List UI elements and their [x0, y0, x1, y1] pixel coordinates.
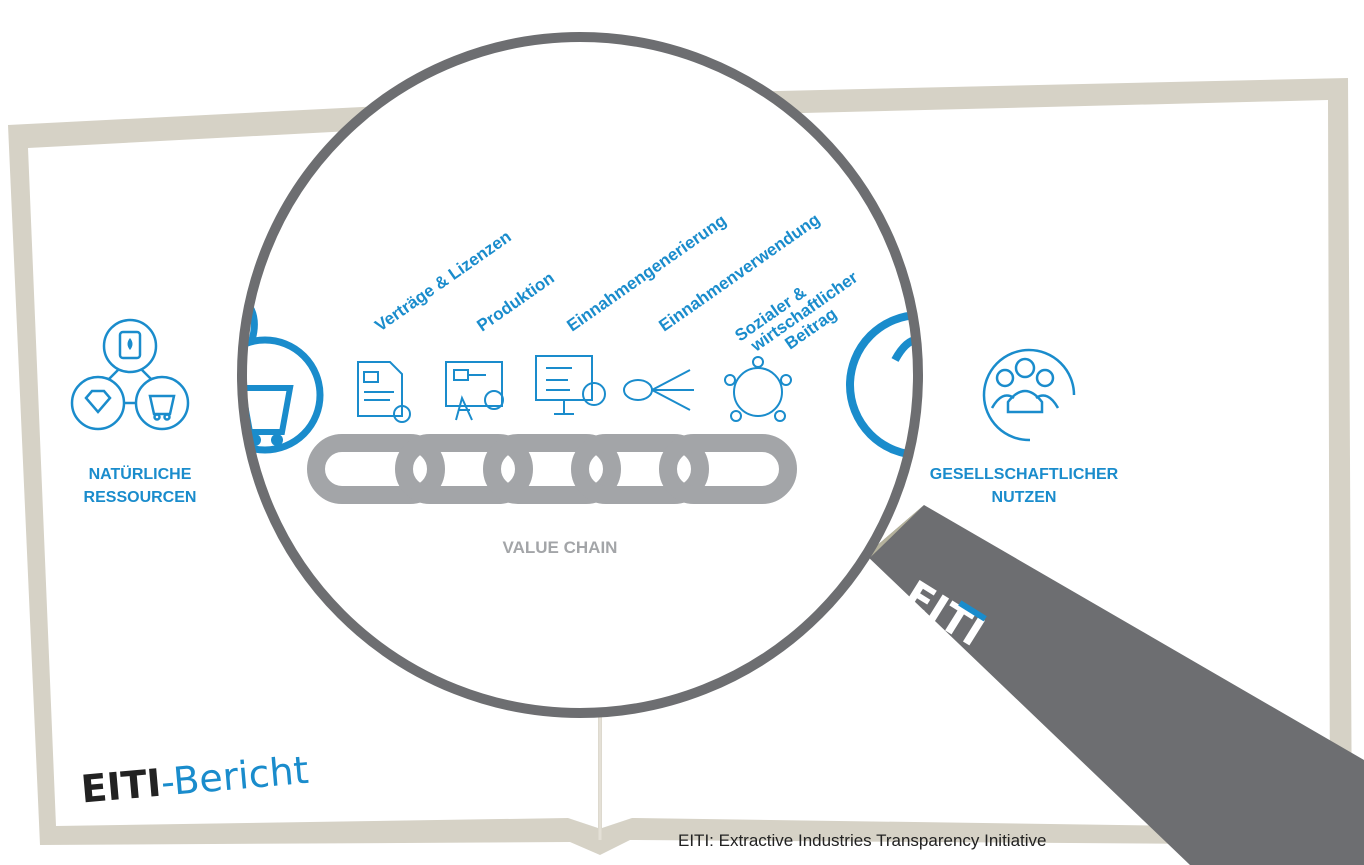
- resources-label-line2: RESSOURCEN: [84, 489, 197, 506]
- benefit-label-line2: NUTZEN: [992, 489, 1057, 506]
- mining-cart-icon: [148, 394, 176, 416]
- revenue-allocation-icon: [623, 369, 694, 411]
- community-icon: [982, 348, 1076, 442]
- magnified-community-circle: [846, 311, 918, 459]
- contracts-icon: [357, 361, 411, 423]
- magnified-cart-circle: [242, 336, 324, 454]
- report-title: EITI-Bericht: [79, 748, 310, 812]
- natural-resources-icon: [70, 318, 190, 431]
- svg-text:EITI-Bericht: EITI-Bericht: [79, 748, 310, 812]
- oil-barrel-icon: [118, 330, 142, 360]
- report-logo-text: EITI: [79, 761, 163, 812]
- benefit-label-line1: GESELLSCHAFTLICHER: [930, 466, 1119, 483]
- lens-rim: [237, 32, 923, 718]
- footer-caption: EITI: Extractive Industries Transparency…: [678, 831, 1046, 850]
- magnifier-lens: Verträge & Lizenzen Produktion Einnahmen…: [237, 32, 923, 718]
- production-icon: [445, 361, 504, 421]
- value-chain-label: VALUE CHAIN: [503, 538, 618, 557]
- social-contribution-icon: [724, 356, 792, 422]
- resources-label-line1: NATÜRLICHE: [89, 464, 192, 483]
- diamond-icon: [84, 389, 112, 414]
- revenue-generation-icon: [535, 355, 606, 415]
- chain-links: [307, 434, 797, 504]
